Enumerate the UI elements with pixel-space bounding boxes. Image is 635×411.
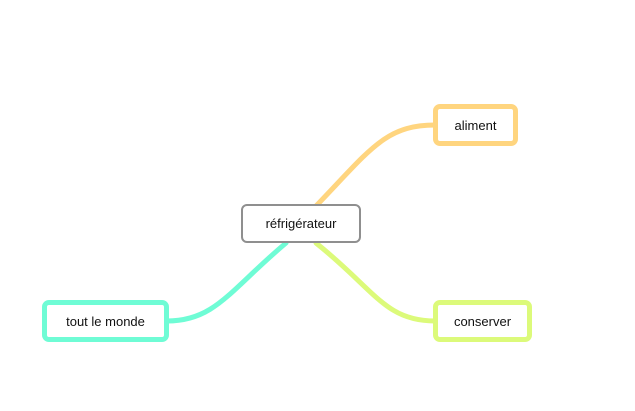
connector-aliment	[313, 122, 438, 209]
node-conserver[interactable]: conserver	[433, 300, 532, 342]
connector-tout-le-monde	[164, 240, 289, 324]
node-tout-le-monde[interactable]: tout le monde	[42, 300, 169, 342]
node-aliment-label: aliment	[454, 117, 497, 133]
node-aliment[interactable]: aliment	[433, 104, 518, 146]
central-node[interactable]: réfrigérateur	[241, 204, 361, 243]
central-node-label: réfrigérateur	[265, 216, 337, 231]
node-conserver-label: conserver	[453, 313, 512, 329]
node-tout-le-monde-label: tout le monde	[66, 313, 145, 329]
connector-conserver	[313, 240, 438, 324]
